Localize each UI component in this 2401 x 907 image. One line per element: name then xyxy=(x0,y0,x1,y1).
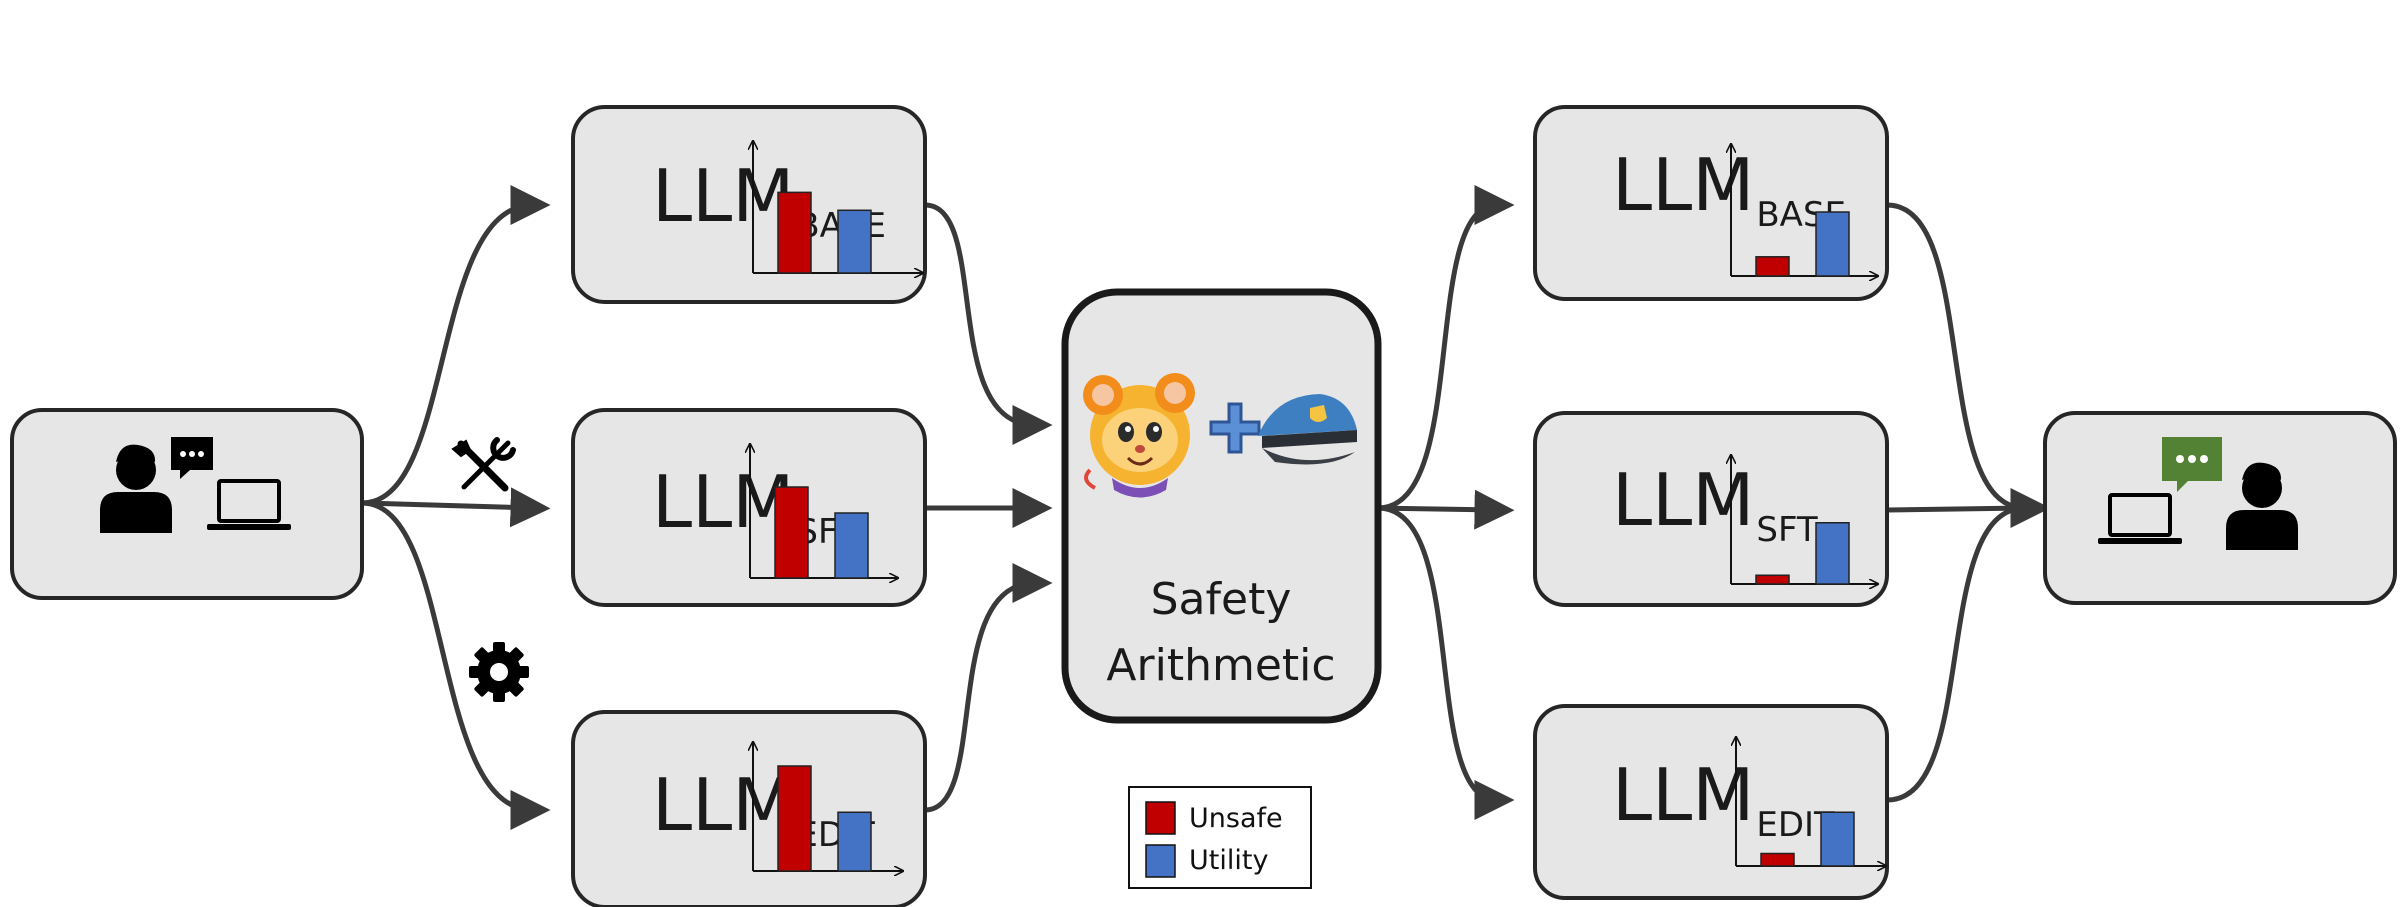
center-title-line2: Arithmetic xyxy=(1106,640,1335,691)
bar-unsafe xyxy=(777,191,812,274)
left-model-base: LLMBASE xyxy=(571,105,927,304)
arrow-input-to-base xyxy=(361,185,551,506)
arrow-sft-to-output xyxy=(1886,505,2026,513)
mini-bar-chart xyxy=(1731,144,1878,276)
input-user-box xyxy=(10,408,364,600)
legend-item-utility: Utility xyxy=(1145,844,1268,878)
bar-unsafe xyxy=(1755,256,1790,277)
arrow-input-to-sft xyxy=(361,487,551,528)
mini-bar-chart xyxy=(750,444,898,578)
bar-utility xyxy=(837,811,872,872)
bar-unsafe xyxy=(774,486,809,579)
left-model-sft: LLMSFT xyxy=(571,408,927,607)
center-title-line1: Safety xyxy=(1151,574,1292,625)
chat-bubble-icon xyxy=(2162,437,2222,492)
mini-bar-chart xyxy=(1731,455,1878,584)
legend-label-unsafe: Unsafe xyxy=(1189,803,1283,834)
arrow-center-to-sft xyxy=(1377,489,1515,530)
safety-arithmetic-box: Safety Arithmetic xyxy=(1061,288,1382,724)
arrow-edit-to-output xyxy=(1886,505,2026,803)
chat-bubble-icon xyxy=(171,437,213,479)
mini-bar-chart xyxy=(1736,737,1886,866)
person-icon xyxy=(100,444,172,533)
bar-unsafe xyxy=(777,765,812,872)
laptop-icon xyxy=(2098,493,2182,544)
arrow-center-to-base xyxy=(1377,185,1515,511)
bar-utility xyxy=(834,512,869,579)
mini-bar-chart xyxy=(753,141,923,273)
right-model-edit: LLMEDIT xyxy=(1533,704,1889,900)
left-model-edit: LLMEDIT xyxy=(571,710,927,907)
tools-icon xyxy=(451,437,516,492)
person-icon xyxy=(2226,462,2298,550)
arrow-center-to-edit xyxy=(1377,505,1515,820)
police-cap-icon xyxy=(1258,394,1357,465)
arrow-base-to-center xyxy=(924,202,1053,445)
connectors xyxy=(361,185,2051,830)
legend: Unsafe Utility xyxy=(1128,786,1312,889)
right-model-base: LLMBASE xyxy=(1533,105,1889,301)
right-model-sft: LLMSFT xyxy=(1533,411,1889,607)
model-label: LLMEDIT xyxy=(1612,753,1835,845)
bar-utility xyxy=(1815,522,1850,585)
mini-bar-chart xyxy=(753,742,903,871)
bar-utility xyxy=(1820,811,1855,867)
legend-item-unsafe: Unsafe xyxy=(1145,801,1283,835)
laptop-icon xyxy=(207,479,291,530)
gear-icon xyxy=(469,642,529,702)
bar-unsafe xyxy=(1755,574,1790,585)
arrow-edit-to-center xyxy=(924,563,1053,813)
arrow-base-to-output xyxy=(1886,202,2026,511)
bar-utility xyxy=(1815,211,1850,277)
legend-label-utility: Utility xyxy=(1189,845,1268,876)
output-user-box xyxy=(2043,411,2397,605)
arrow-input-to-edit xyxy=(361,500,551,830)
mascot-icon xyxy=(1083,373,1195,498)
bar-unsafe xyxy=(1760,852,1795,867)
bar-utility xyxy=(837,209,872,274)
